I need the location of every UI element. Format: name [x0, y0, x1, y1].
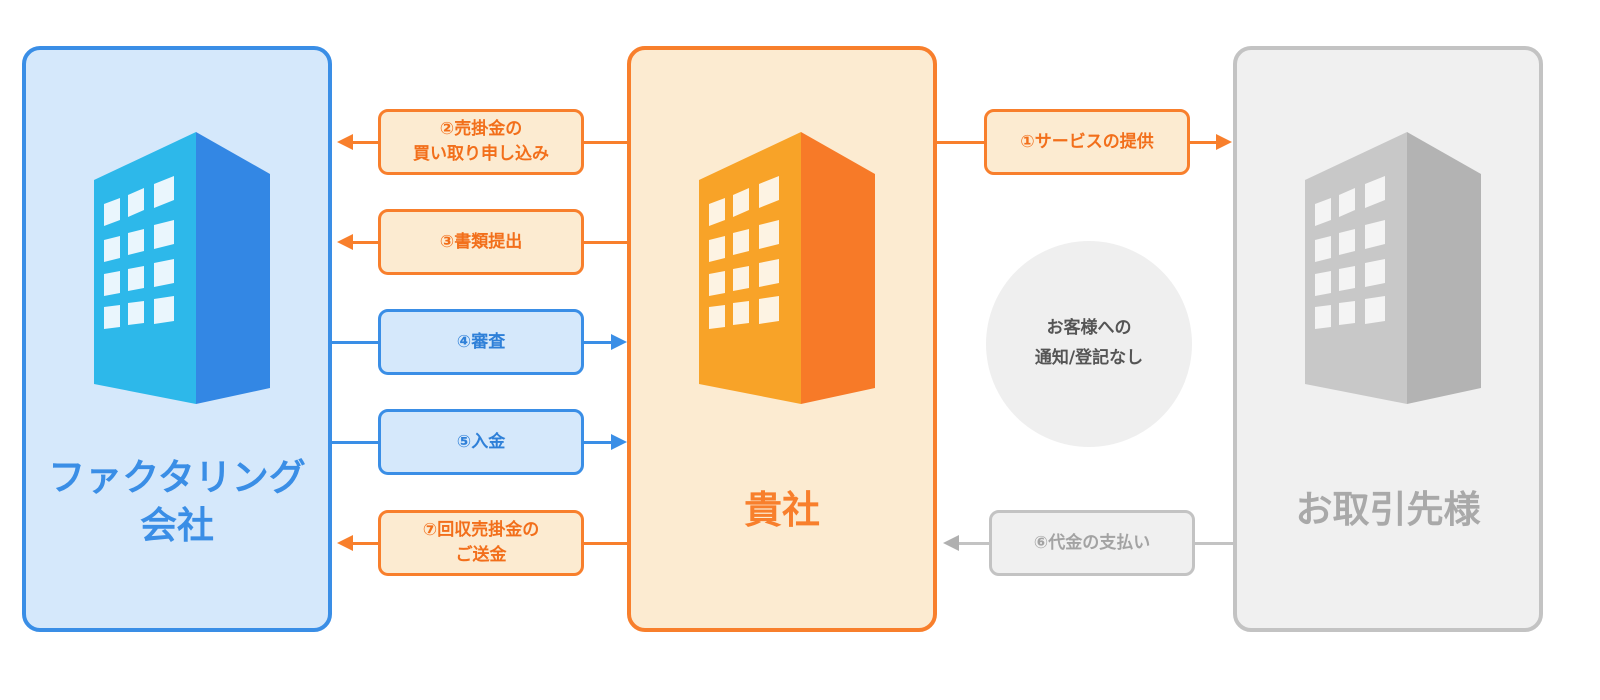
arrow-right-icon [611, 434, 627, 450]
flow-step-6-label: ⑥代金の支払い [989, 510, 1195, 576]
flow-step-1-label: ①サービスの提供 [984, 109, 1190, 175]
your-company-label: 貴社 [743, 488, 820, 532]
arrow-left-icon [337, 234, 353, 250]
your-company-panel: 貴社 [627, 46, 937, 632]
factoring-company-panel: ファクタリング 会社 [22, 46, 332, 632]
flow-step-7-label: ⑦回収売掛金の ご送金 [378, 510, 584, 576]
flow-step-4-label: ④審査 [378, 309, 584, 375]
building-icon [699, 132, 875, 404]
flow-step-3-label: ③書類提出 [378, 209, 584, 275]
building-icon [1305, 132, 1481, 404]
business-partner-panel: お取引先様 [1233, 46, 1543, 632]
arrow-right-icon [611, 334, 627, 350]
no-notification-note: お客様への 通知/登記なし [986, 241, 1192, 447]
arrow-left-icon [337, 134, 353, 150]
business-partner-label: お取引先様 [1295, 488, 1481, 531]
arrow-left-icon [337, 535, 353, 551]
factoring-company-label: ファクタリング 会社 [48, 456, 306, 548]
arrow-left-icon [943, 535, 959, 551]
flow-step-2-label: ②売掛金の 買い取り申し込み [378, 109, 584, 175]
flow-step-5-label: ⑤入金 [378, 409, 584, 475]
building-icon [94, 132, 270, 404]
arrow-right-icon [1216, 134, 1232, 150]
